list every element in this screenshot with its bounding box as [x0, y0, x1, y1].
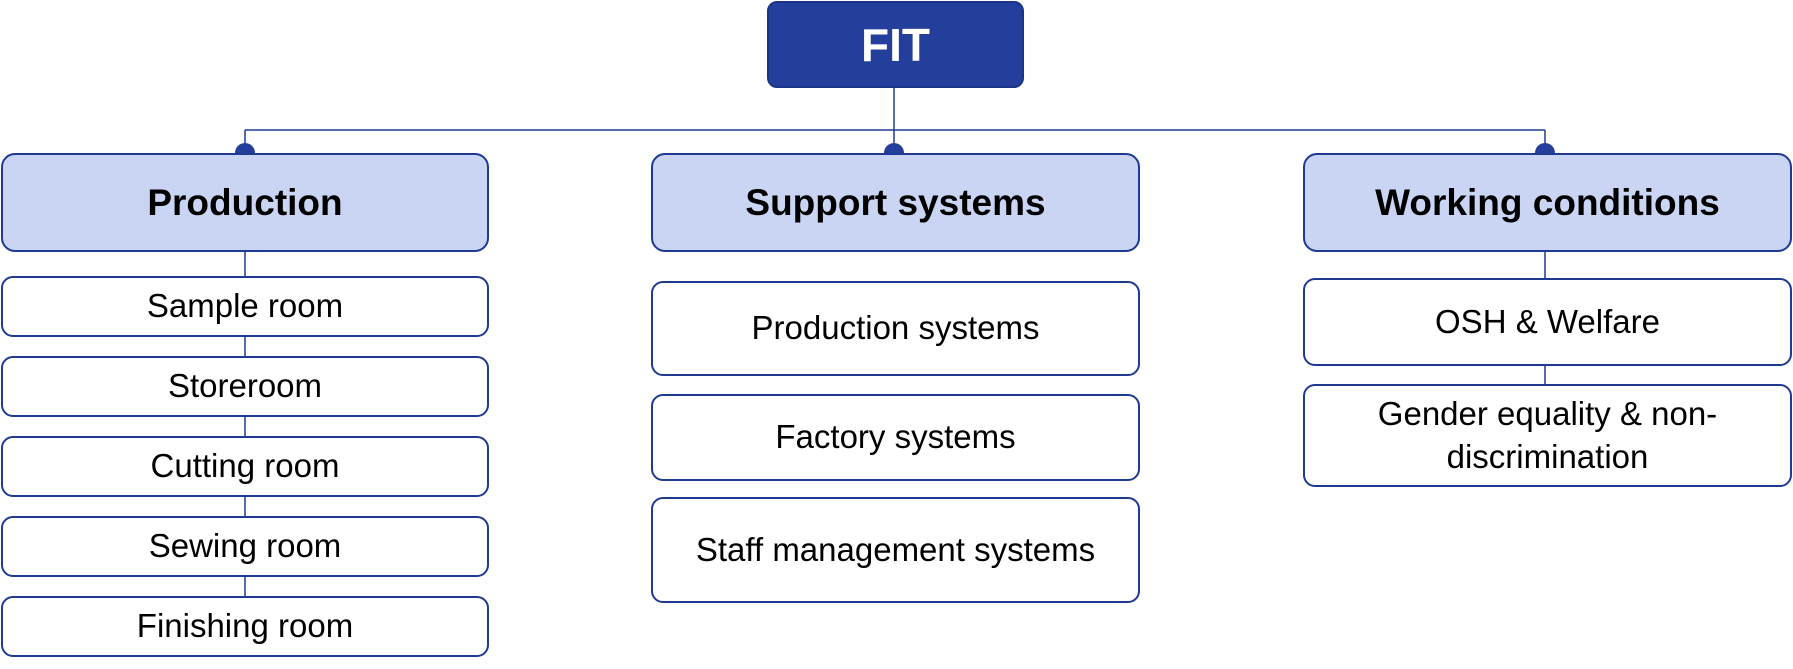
- item-label: Gender equality & non-discrimination: [1377, 394, 1718, 475]
- item-osh-welfare: OSH & Welfare: [1303, 278, 1792, 366]
- category-label: Production: [147, 181, 343, 223]
- category-support-systems: Support systems: [651, 153, 1140, 252]
- item-sample-room: Sample room: [1, 276, 489, 337]
- item-label: Sewing room: [148, 527, 342, 565]
- item-label: Production systems: [751, 309, 1040, 347]
- item-label: Storeroom: [167, 367, 323, 405]
- category-label: Working conditions: [1375, 181, 1720, 223]
- item-sewing-room: Sewing room: [1, 516, 489, 577]
- category-production: Production: [1, 153, 489, 252]
- root-label: FIT: [861, 18, 930, 71]
- item-finishing-room: Finishing room: [1, 596, 489, 657]
- item-cutting-room: Cutting room: [1, 436, 489, 497]
- category-label: Support systems: [745, 181, 1046, 223]
- item-label: OSH & Welfare: [1435, 302, 1660, 340]
- item-staff-management-systems: Staff management systems: [651, 497, 1140, 603]
- item-label: Staff management systems: [695, 530, 1096, 568]
- item-label: Finishing room: [136, 607, 354, 645]
- root-node: FIT: [767, 1, 1024, 88]
- item-label: Factory systems: [775, 418, 1016, 456]
- item-label: Sample room: [146, 287, 344, 325]
- item-production-systems: Production systems: [651, 281, 1140, 376]
- item-factory-systems: Factory systems: [651, 394, 1140, 481]
- item-gender-equality: Gender equality & non-discrimination: [1303, 384, 1792, 487]
- item-storeroom: Storeroom: [1, 356, 489, 417]
- item-label: Cutting room: [150, 447, 340, 485]
- category-working-conditions: Working conditions: [1303, 153, 1792, 252]
